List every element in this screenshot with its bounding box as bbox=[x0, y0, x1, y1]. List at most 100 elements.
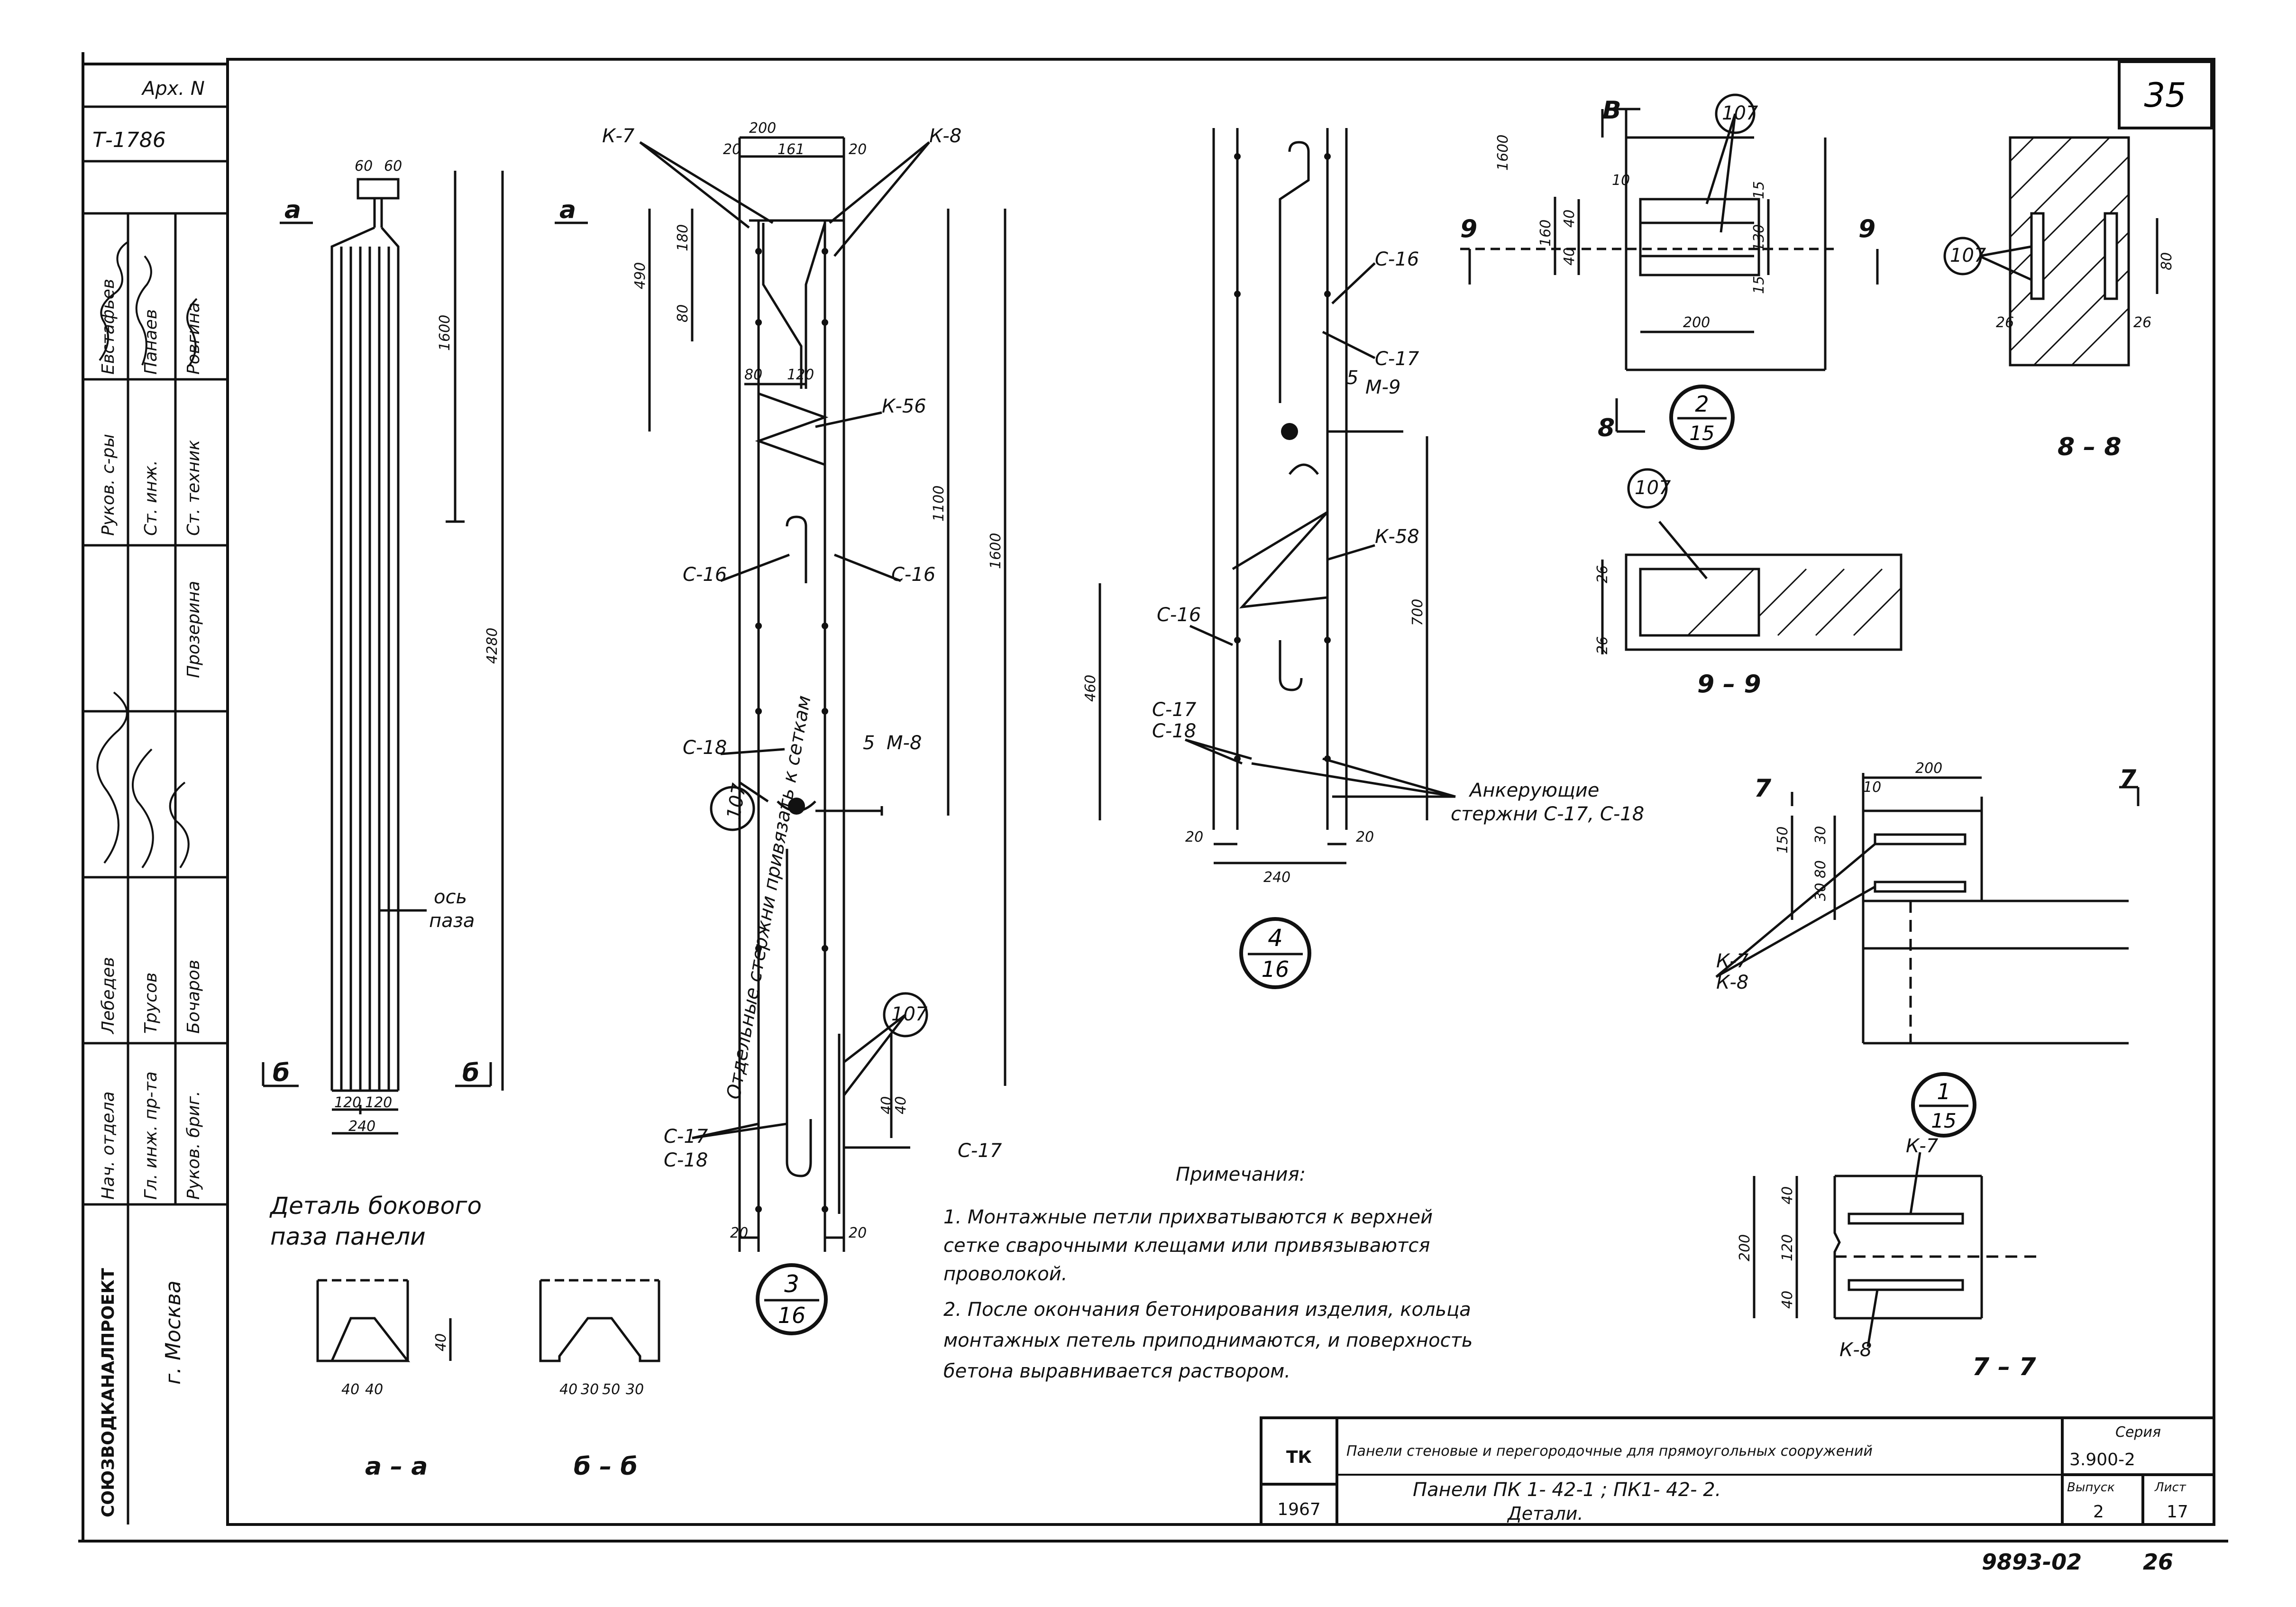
label-c16-v4: С-16 bbox=[1375, 248, 1419, 270]
callout-4-16: 4 16 bbox=[1239, 917, 1311, 989]
sheet-frame bbox=[226, 58, 2215, 1526]
dim-120c: 120 bbox=[787, 367, 814, 383]
label-c17-v4: С-17 bbox=[1375, 348, 1419, 370]
dim-26b: 26 bbox=[2133, 314, 2151, 331]
dim-20b: 20 bbox=[849, 141, 867, 158]
stamp-name-7: Трусов bbox=[141, 973, 161, 1034]
callout-1-15: 1 15 bbox=[1911, 1072, 1976, 1138]
anchor-note-2: стержни С-17, С-18 bbox=[1451, 803, 1644, 825]
dim-30: 30 bbox=[1812, 826, 1829, 844]
label-c16-left: С-16 bbox=[683, 564, 727, 586]
svg-text:16: 16 bbox=[778, 1303, 806, 1328]
note-line-5: монтажных петель приподнимаются, и повер… bbox=[943, 1330, 1473, 1351]
notes-title: Примечания: bbox=[1176, 1164, 1306, 1185]
detail-2-15 bbox=[1460, 108, 1879, 433]
dim-1600: 1600 bbox=[437, 315, 453, 351]
g-40d: 40 bbox=[559, 1381, 577, 1398]
dim-26-99b: 26 bbox=[1594, 636, 1611, 654]
dim-30-80: 30 80 bbox=[1812, 860, 1829, 901]
svg-text:15: 15 bbox=[1689, 422, 1714, 445]
dim-20c: 20 bbox=[1185, 829, 1203, 845]
dim-1600b: 1600 bbox=[988, 533, 1004, 569]
label-c18: С-18 bbox=[683, 737, 727, 759]
section-9-9 bbox=[1601, 521, 1903, 654]
dim-80c: 80 bbox=[2159, 252, 2175, 270]
reinforcement-view-3 bbox=[639, 136, 1006, 1252]
label-c17-v4b: С-17 bbox=[1152, 699, 1197, 721]
dim-15a: 15 bbox=[1751, 181, 1767, 199]
dim-1100: 1100 bbox=[931, 486, 947, 522]
marker-107-c-text: 107 bbox=[1722, 102, 1758, 124]
label-b: В bbox=[1602, 96, 1621, 125]
label-k8: К-8 bbox=[929, 125, 961, 147]
label-c16-right: С-16 bbox=[891, 564, 935, 586]
callout-2-15: 2 15 bbox=[1669, 385, 1735, 450]
section-b-left: б bbox=[273, 1059, 290, 1087]
tb-title-2: Панели ПК 1- 42-1 ; ПК1- 42- 2. bbox=[1413, 1479, 1721, 1501]
tb-year: 1967 bbox=[1277, 1500, 1321, 1519]
dim-40c: 40 bbox=[1779, 1186, 1796, 1204]
dim-20-br: 20 bbox=[849, 1225, 867, 1241]
label-c18-v4b: С-18 bbox=[1152, 720, 1196, 742]
stamp-role-2: Ст. инж. bbox=[141, 460, 161, 536]
signature-scribbles bbox=[96, 241, 198, 869]
section-a-right: а bbox=[559, 196, 576, 224]
marker-107-e bbox=[1627, 468, 1668, 509]
stamp-name-8: Бочаров bbox=[184, 960, 203, 1034]
stamp-name-4: Прозерина bbox=[184, 581, 203, 678]
archive-number: Т-1786 bbox=[92, 128, 166, 152]
stamp-role-3: Ст. техник bbox=[184, 440, 203, 536]
side-note: Отдельные стержни привязать к сеткам bbox=[723, 694, 815, 1101]
tb-title-3: Детали. bbox=[1507, 1503, 1583, 1524]
note-line-3: проволокой. bbox=[943, 1263, 1067, 1285]
label-7-right: 7 bbox=[2119, 765, 2137, 793]
label-k8-77: К-8 bbox=[1839, 1339, 1872, 1361]
g-40a: 40 bbox=[433, 1333, 449, 1351]
label-c17-right: С-17 bbox=[958, 1140, 1002, 1162]
approval-stamp bbox=[83, 105, 228, 1524]
section-a-left: а bbox=[284, 196, 301, 224]
label-k7: К-7 bbox=[602, 125, 635, 147]
panel-elevation bbox=[262, 171, 588, 1135]
svg-text:1: 1 bbox=[1937, 1079, 1950, 1104]
callout-3-16: 3 16 bbox=[756, 1263, 828, 1335]
g-30a: 30 bbox=[581, 1381, 599, 1398]
dim-80b: 80 bbox=[744, 367, 762, 383]
dim-240b: 240 bbox=[1263, 869, 1290, 886]
groove-caption-2: паза панели bbox=[270, 1223, 426, 1250]
tb-sheet: 17 bbox=[2167, 1502, 2188, 1522]
reinforcement-dots bbox=[755, 248, 828, 1212]
title-block bbox=[1260, 1416, 2215, 1526]
aa-caption: а – а bbox=[365, 1452, 428, 1481]
dim-80a: 80 bbox=[675, 304, 691, 322]
label-c18-left: С-18 bbox=[664, 1149, 708, 1171]
tb-issue-label: Выпуск bbox=[2067, 1480, 2115, 1495]
organization-name: СОЮЗВОДКАНАЛПРОЕКТ bbox=[99, 1268, 118, 1517]
label-5: 5 bbox=[863, 732, 875, 754]
tb-tk: ТК bbox=[1286, 1448, 1312, 1467]
note-line-6: бетона выравнивается раствором. bbox=[943, 1360, 1290, 1382]
marker-107-a bbox=[710, 786, 755, 831]
section-88-caption: 8 – 8 bbox=[2058, 433, 2122, 461]
label-9-right: 9 bbox=[1858, 215, 1875, 243]
label-k58: К-58 bbox=[1375, 526, 1419, 548]
label-5-v4: 5 bbox=[1346, 367, 1358, 389]
g-50: 50 bbox=[602, 1381, 620, 1398]
label-k7-d1: К-7 bbox=[1716, 950, 1749, 972]
page-number-box: 35 bbox=[2118, 60, 2213, 129]
note-line-2: сетке сварочными клещами или привязывают… bbox=[943, 1235, 1430, 1257]
marker-107-b-text: 107 bbox=[891, 1003, 928, 1025]
section-b-right: б bbox=[462, 1059, 479, 1087]
g-40c: 40 bbox=[365, 1381, 383, 1398]
dim-200: 200 bbox=[749, 120, 776, 137]
dim-180: 180 bbox=[675, 224, 691, 251]
dim-26-99a: 26 bbox=[1594, 565, 1611, 583]
dim-200c: 200 bbox=[1915, 760, 1942, 777]
dim-4280: 4280 bbox=[484, 628, 501, 664]
svg-text:15: 15 bbox=[1931, 1109, 1956, 1132]
tb-series: 3.900-2 bbox=[2069, 1450, 2135, 1469]
bottom-number: 26 bbox=[2143, 1549, 2173, 1575]
g-30b: 30 bbox=[626, 1381, 644, 1398]
dim-161: 161 bbox=[778, 141, 805, 158]
dim-40a: 40 bbox=[878, 1096, 895, 1114]
